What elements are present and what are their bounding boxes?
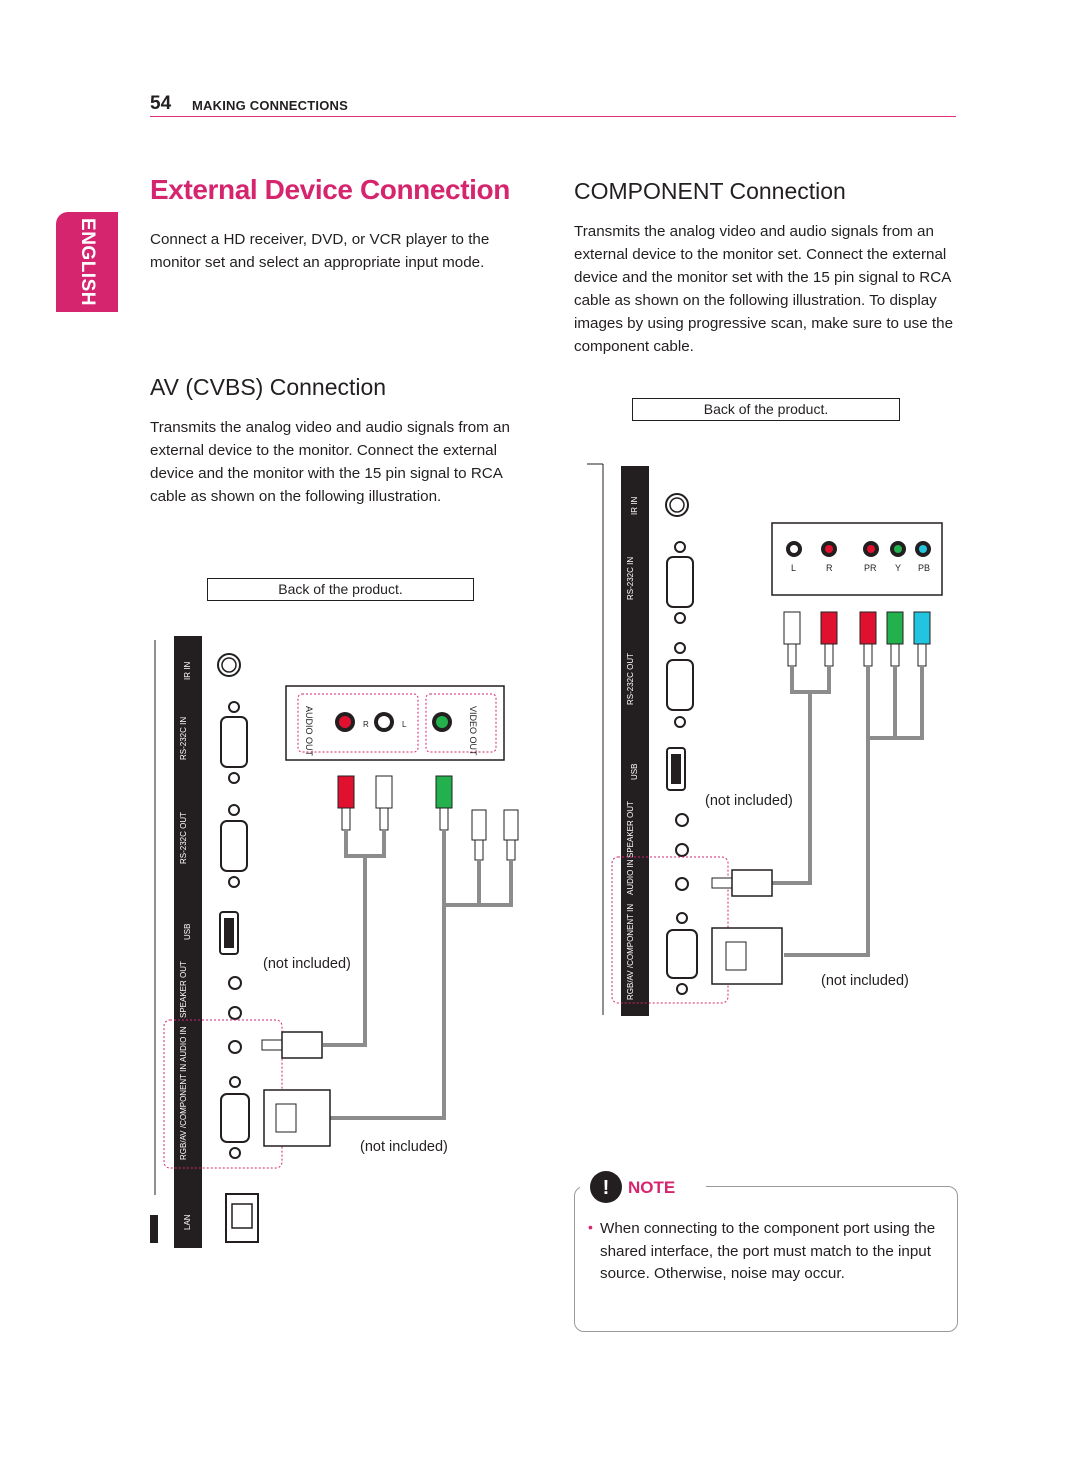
- av-panel-label: RGB/AV /COMPONENT IN: [179, 1064, 188, 1160]
- note-divider: [706, 1186, 946, 1187]
- av-panel-label: LAN: [183, 1214, 192, 1230]
- component-panel-strip: [621, 466, 649, 1016]
- component-jack-label: Y: [895, 563, 901, 573]
- component-jack-label: PB: [918, 563, 930, 573]
- component-panel-label: RS-232C OUT: [626, 653, 635, 705]
- rgb-component-in-port: [220, 1093, 250, 1143]
- component-not-included-label: (not included): [705, 793, 793, 809]
- rs232c-in-port: [220, 716, 248, 768]
- av-panel-label: AUDIO IN: [179, 1026, 188, 1062]
- component-paragraph: Transmits the analog video and audio sig…: [574, 223, 954, 355]
- component-panel-label: IR IN: [630, 497, 639, 515]
- page-number: 54: [150, 93, 172, 114]
- av-rca-plugs: [337, 775, 519, 861]
- av-jack-label: R: [363, 720, 369, 729]
- component-jack-label: PR: [864, 563, 877, 573]
- av-device-box: [285, 685, 505, 761]
- note-label: NOTE: [628, 1178, 676, 1197]
- svg-text:!: !: [603, 1177, 610, 1199]
- lan-port: [225, 1193, 259, 1243]
- av-panel-label: RS-232C OUT: [179, 812, 188, 864]
- component-panel-label: SPEAKER OUT: [626, 801, 635, 858]
- header-divider: [150, 116, 956, 117]
- component-caption: Back of the product.: [632, 398, 900, 421]
- note-header: !: [580, 1170, 712, 1204]
- usb-port: [219, 911, 239, 955]
- component-diagram: IR IN RS-232C IN RS-232C OUT USB SPEAKER…: [587, 463, 943, 1016]
- rs232c-out-port: [220, 820, 248, 872]
- av-panel-label: RS-232C IN: [179, 717, 188, 760]
- av-diagram: IR IN RS-232C IN RS-232C OUT USB SPEAKER…: [150, 636, 519, 1248]
- speaker-out-port: [228, 976, 242, 990]
- language-tab: ENGLISH: [56, 212, 118, 312]
- av-not-included-label: (not included): [360, 1139, 448, 1155]
- av-panel-strip: [174, 636, 202, 1248]
- bullet-icon: •: [588, 1219, 593, 1235]
- av-panel-label: USB: [183, 924, 192, 940]
- component-jack-label: R: [826, 563, 833, 573]
- intro-paragraph: Connect a HD receiver, DVD, or VCR playe…: [150, 231, 490, 271]
- av-paragraph: Transmits the analog video and audio sig…: [150, 419, 510, 505]
- section-title: MAKING CONNECTIONS: [192, 98, 348, 113]
- av-jack-label: VIDEO OUT: [468, 706, 478, 756]
- av-not-included-label: (not included): [263, 956, 351, 972]
- note-icon: !: [590, 1171, 622, 1203]
- av-jack-label: L: [402, 720, 407, 729]
- av-caption: Back of the product.: [207, 578, 474, 601]
- component-panel-label: AUDIO IN: [626, 859, 635, 895]
- component-panel-label: RS-232C IN: [626, 557, 635, 600]
- ir-in-port: [217, 653, 241, 677]
- av-heading: AV (CVBS) Connection: [150, 374, 387, 400]
- audio-in-port: [228, 1040, 242, 1054]
- av-panel-label: SPEAKER OUT: [179, 961, 188, 1018]
- component-heading: COMPONENT Connection: [574, 178, 846, 204]
- component-device-box: [771, 522, 943, 596]
- component-rca-plugs: [783, 611, 931, 667]
- note-text: When connecting to the component port us…: [600, 1220, 936, 1282]
- component-jack-label: L: [791, 563, 796, 573]
- component-panel-label: USB: [630, 764, 639, 780]
- page-title: External Device Connection: [150, 174, 510, 205]
- component-not-included-label: (not included): [821, 973, 909, 989]
- component-panel-label: RGB/AV /COMPONENT IN: [626, 904, 635, 1000]
- av-panel-label: IR IN: [183, 662, 192, 680]
- note-box: [574, 1186, 958, 1332]
- av-jack-label: AUDIO OUT: [304, 706, 314, 757]
